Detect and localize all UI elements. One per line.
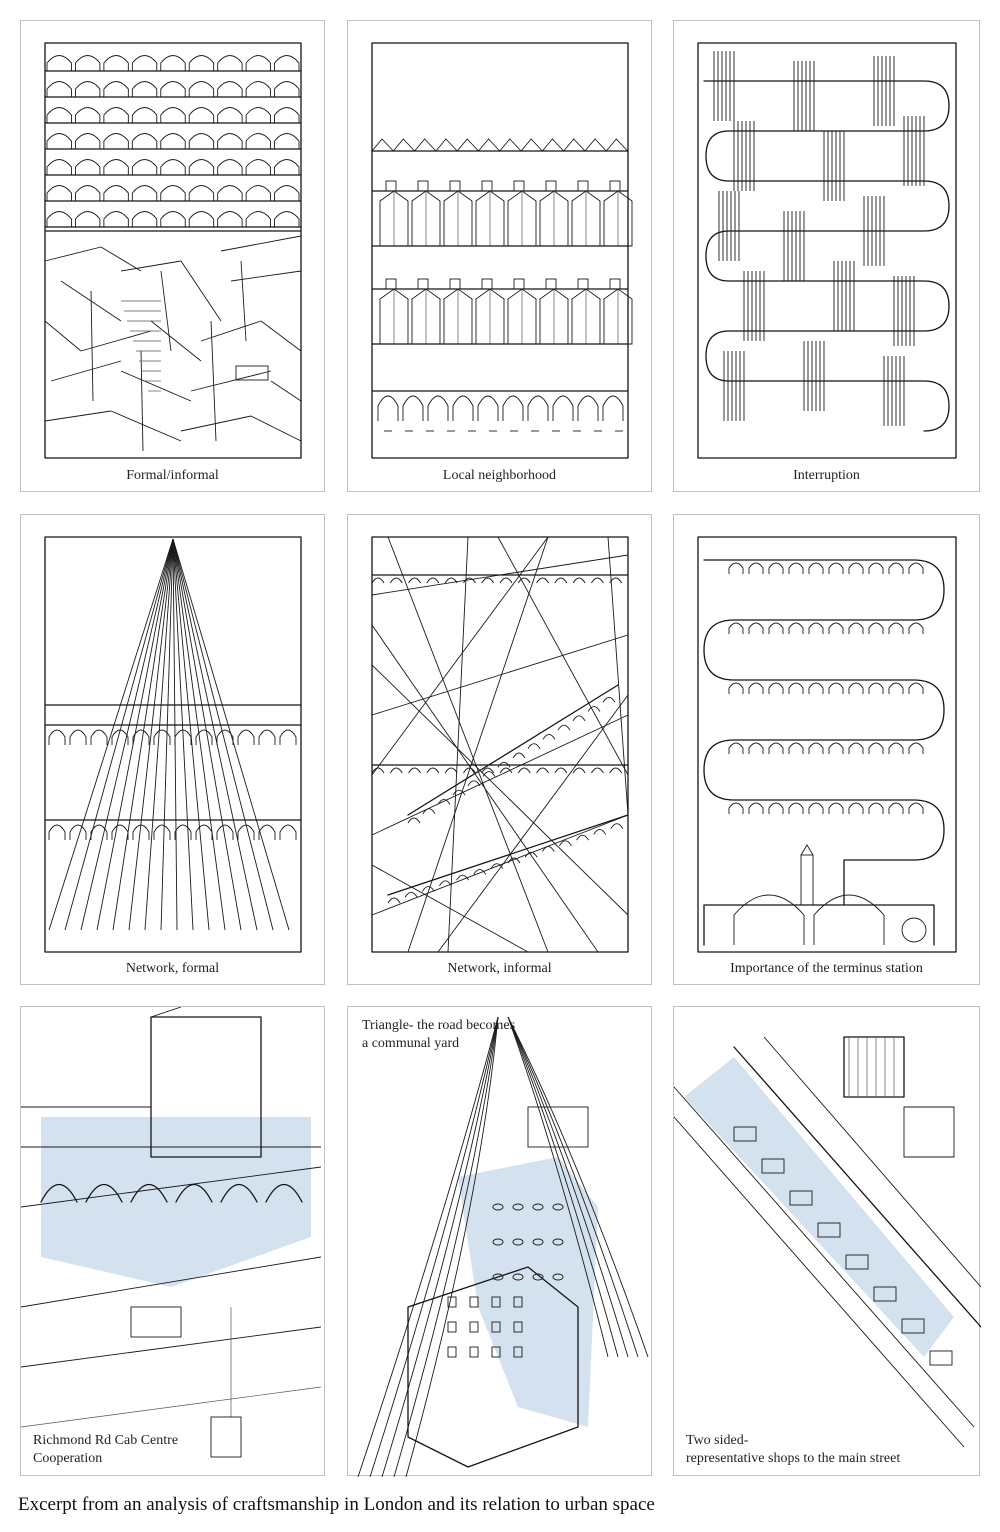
panel-network-informal: Network, informal	[347, 514, 652, 985]
note-triangle-yard: Triangle- the road becomes a communal ya…	[362, 1018, 516, 1051]
sketch-formal-informal	[44, 42, 302, 459]
caption-formal-informal: Formal/informal	[126, 468, 219, 483]
caption-local-neighborhood: Local neighborhood	[442, 468, 557, 483]
sketch-network-formal	[44, 536, 302, 953]
panel-cab-centre: Richmond Rd Cab Centre Cooperation	[20, 1006, 325, 1476]
note-cab-centre: Richmond Rd Cab Centre Cooperation	[33, 1433, 179, 1466]
sketch-interruption	[697, 42, 957, 459]
sketch-triangle-yard	[357, 1016, 649, 1477]
panel-two-sided-shops: Two sided- representative shops to the m…	[673, 1006, 981, 1476]
caption-interruption: Interruption	[793, 468, 860, 483]
caption-terminus-station: Importance of the terminus station	[730, 961, 923, 976]
note-two-sided-shops: Two sided- representative shops to the m…	[686, 1433, 901, 1466]
caption-network-informal: Network, informal	[447, 961, 552, 976]
panel-formal-informal: Formal/informal	[20, 20, 325, 492]
panel-network-formal: Network, formal	[20, 514, 325, 985]
sketch-local-neighborhood	[371, 42, 633, 459]
figure-footer-caption: Excerpt from an analysis of craftsmanshi…	[18, 1494, 655, 1515]
caption-network-formal: Network, formal	[125, 961, 220, 976]
panel-local-neighborhood: Local neighborhood	[347, 20, 652, 492]
sketch-terminus-station	[697, 536, 957, 953]
sketch-cab-centre	[21, 1007, 322, 1458]
panel-triangle-yard: Triangle- the road becomes a communal ya…	[347, 1006, 652, 1477]
sketch-two-sided-shops	[674, 1036, 981, 1448]
panel-terminus-station: Importance of the terminus station	[673, 514, 980, 985]
sketch-network-informal	[371, 536, 629, 953]
panel-interruption: Interruption	[673, 20, 980, 492]
